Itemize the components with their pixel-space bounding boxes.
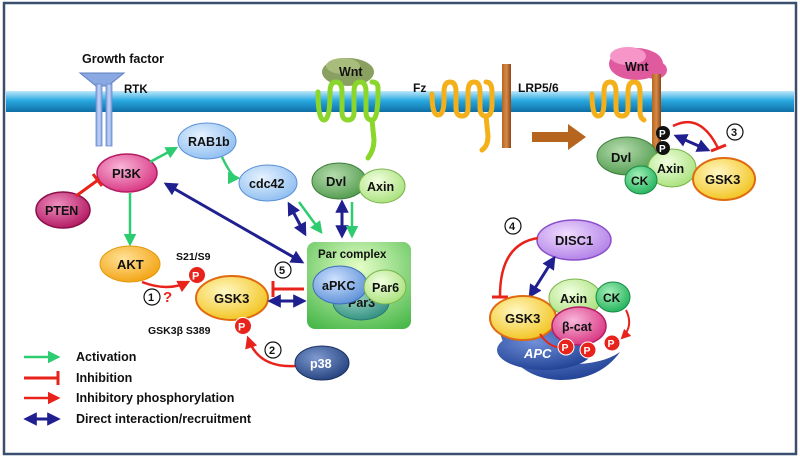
question-mark: ? [163,289,172,306]
pten-label: PTEN [45,204,78,218]
dvl-label-middle: Dvl [326,174,346,189]
activation-rab1b-cdc42 [220,156,241,185]
phosphorylation-p38-gsk3 [245,335,296,368]
apkc-label: aPKC [322,279,355,293]
gsk3-node-top [692,157,756,201]
number-1: 1 [148,292,154,304]
dvl-label-right: Dvl [611,150,631,165]
lrp-coreceptor [502,64,511,148]
ck-label-bottom: CK [603,291,621,305]
rtk-label: RTK [124,84,148,96]
transition-arrow [532,124,586,150]
number-4: 4 [509,221,516,233]
inhibition-pten-pi3k [75,178,99,198]
frizzled-receptor [429,79,495,153]
inhibition-axin-gsk3-top [672,120,720,149]
phospho-label-s21: P [192,271,199,283]
gsk3-label-top: GSK3 [705,172,740,187]
number-2-circle [264,341,282,359]
legend-inhibition-label: Inhibition [76,371,132,385]
phospho-site-bcat-1 [557,338,575,356]
fz-label: Fz [413,81,426,95]
phospho-site-lrp-2 [656,141,670,155]
phospho-site-bcat-3 [603,334,621,352]
number-4-circle [504,217,522,235]
cell-membrane [6,91,794,112]
wnt-label-right: Wnt [625,60,649,74]
ck-node-top [624,165,658,195]
beta-catenin-node [551,306,607,346]
pi3k-label: PI3K [112,166,142,181]
phosphorylation-ck-bcat [620,309,632,340]
s21-s9-label: S21/S9 [176,251,211,263]
par6-node [363,269,407,305]
beta-catenin-label: β-cat [562,320,593,334]
rtk-receptor [78,72,126,147]
interaction-cdc42-par [287,201,307,237]
axin-label-top: Axin [657,162,684,176]
phosphorylation-akt-gsk3 [141,280,191,293]
phospho-site-s389 [234,317,252,335]
phospho-label-bcat-2: P [584,345,591,357]
phospho-site-s21 [188,266,206,284]
inhibition-bar-pi3k [91,173,104,187]
inhibition-disc1-gsk3 [498,236,539,297]
ck-label-top: CK [631,174,649,188]
akt-node [99,245,161,283]
disc1-node [536,219,612,261]
legend-inhibition-symbol [24,371,60,385]
pi3k-node [96,153,158,193]
growth-factor-label: Growth factor [82,52,164,66]
number-3: 3 [731,127,737,139]
disc1-label: DISC1 [555,233,593,248]
lrp-label: LRP5/6 [518,81,559,95]
p38-node [294,345,350,381]
phospho-label-lrp-1: P [659,129,666,140]
gsk3-label-bottom: GSK3 [505,311,540,326]
legend-activation-label: Activation [76,350,136,364]
rab1b-label: RAB1b [188,135,230,149]
activation-pi3k-rab1b [149,146,179,164]
axin-label-middle: Axin [367,180,394,194]
phospho-label-bcat-3: P [608,338,615,350]
par-complex-label: Par complex [318,249,387,261]
interaction-arrow-lrp-gsk3 [673,134,711,152]
legend: Activation Inhibition Inhibitory phospho… [23,350,252,426]
phospho-site-bcat-2 [579,341,597,359]
axin-label-bottom: Axin [560,292,587,306]
legend-phosphorylation-label: Inhibitory phosphorylation [76,391,234,405]
diagram-frame [2,1,798,456]
number-5: 5 [279,265,285,277]
par6-label: Par6 [372,281,399,295]
axin-node-middle [358,168,406,204]
gsk3-label-center: GSK3 [214,291,249,306]
gsk3b-s389-label: GSK3β S389 [148,325,211,337]
number-2: 2 [269,345,275,357]
inhibition-bar-top [710,143,727,153]
apc-label: APC [523,346,552,361]
number-5-circle [274,261,292,279]
number-1-circle [143,288,161,306]
number-3-circle [726,123,744,141]
phospho-label-bcat-1: P [562,342,569,354]
activation-cdc42-par [297,201,323,235]
ck-node-bottom [595,281,631,313]
p38-label: p38 [310,357,332,371]
phospho-label-s389: P [238,322,245,334]
pten-node [35,191,91,229]
phospho-label-lrp-2: P [659,144,666,155]
frizzled-receptor-left [315,79,381,161]
interaction-pi3k-par [163,182,305,264]
akt-label: AKT [117,257,144,272]
wnt-label-left: Wnt [339,65,363,79]
legend-interaction-label: Direct interaction/recruitment [76,412,252,426]
lrp-coreceptor-right [652,74,661,166]
rab1b-node [177,122,237,160]
cdc42-label: cdc42 [249,177,284,191]
wnt-ligand-left [322,58,374,86]
interaction-disc1-gsk3 [528,255,556,299]
frizzled-receptor-right [589,79,647,123]
phospho-site-lrp-1 [656,126,670,140]
